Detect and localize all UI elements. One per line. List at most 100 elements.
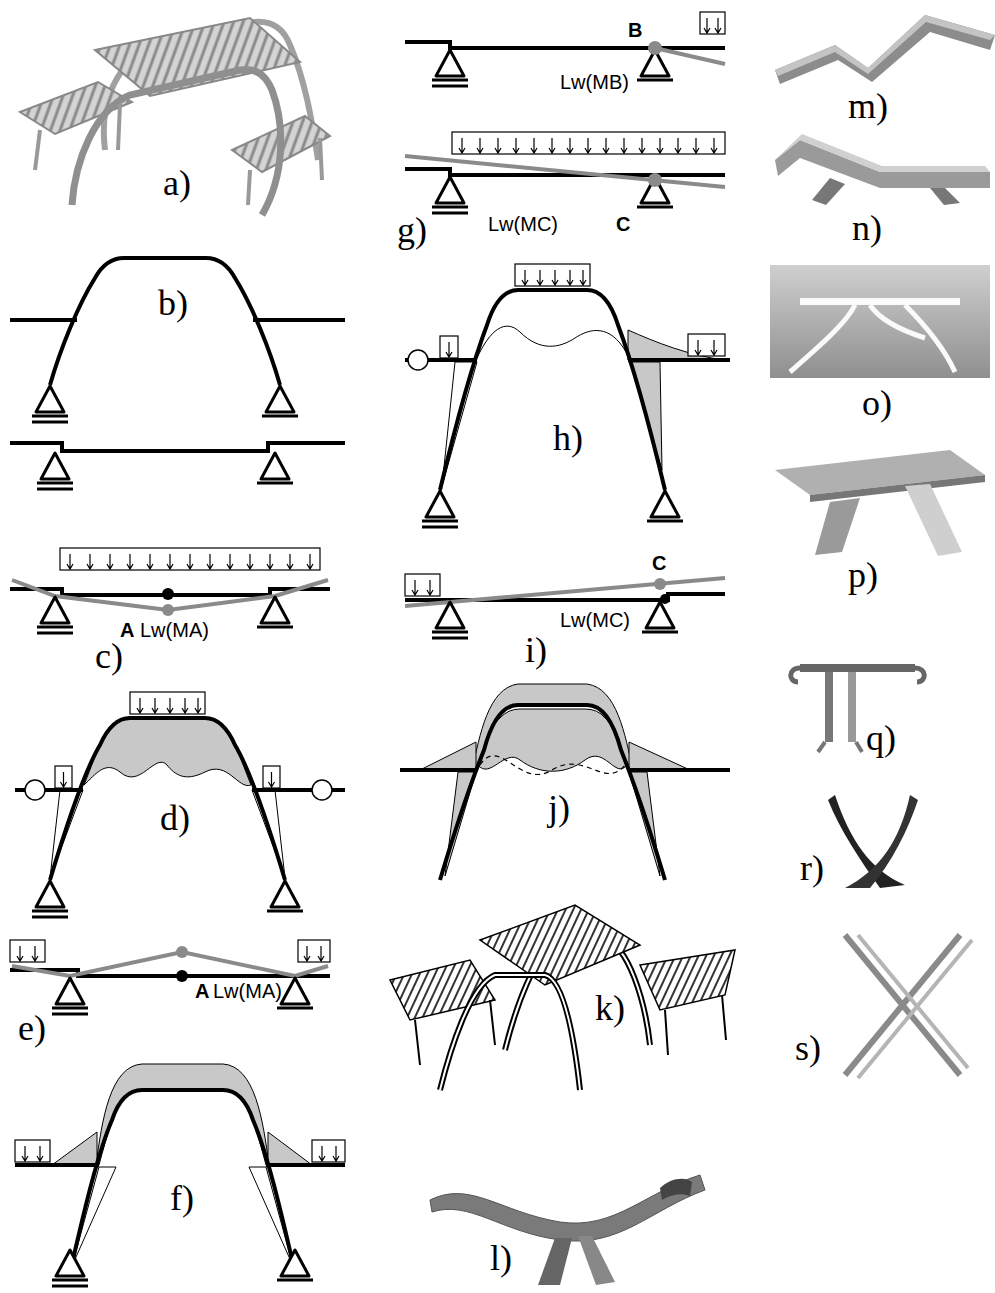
seat-render-r-part [845,795,918,888]
table-render-p-part [810,475,985,502]
chaise-render-n-part [775,134,990,172]
influence-line-g-part [432,50,468,86]
moment-diagram-d-part [137,698,143,713]
moment-diagram-j-part [440,705,665,880]
influence-line-g-part [693,138,699,153]
moment-diagram-j-part [480,756,625,775]
moment-diagram-h-part [440,290,665,490]
moment-diagram-h-part [522,270,528,285]
influence-line-e-part [277,978,313,1008]
chaise-render-m-part [775,15,995,76]
bench-line-drawing-part [440,975,580,1090]
moment-diagram-f-part [268,1132,312,1165]
influence-line-c-part [307,554,313,569]
moment-diagram-d-part [50,718,285,880]
panel-letter: l) [490,1240,512,1276]
panel-letter: r) [800,850,824,886]
influence-line-g-part [715,18,721,33]
panel-letter: d) [160,800,190,836]
influence-line-i-part [405,574,440,596]
influence-line-g-part [648,41,662,55]
panel-letter: p) [848,557,878,593]
influence-line-e-part [298,940,330,962]
table-render-o-part [770,265,990,378]
moment-diagram-f-part [37,1146,43,1161]
influence-line-g-part [459,138,465,153]
moment-diagram-f-part [52,1132,97,1165]
influence-line-e-part [17,946,23,961]
moment-diagram-f-part [52,1250,88,1286]
influence-line-c-part [60,548,320,570]
table-render-q-part [791,668,800,682]
influence-line-c-part [187,554,193,569]
influence-line-g-part [704,18,710,33]
lounger-render [430,1175,705,1285]
chaise-render-n [775,134,990,205]
lounger-render-part [578,1236,615,1285]
chaise-render-m-part [775,15,995,84]
table-render-q-part [915,668,924,682]
moment-diagram-d [15,692,345,917]
moment-diagram-h-part [440,336,458,358]
moment-diagram-h-part [628,330,725,360]
table-render-o-part [800,298,960,305]
panel-letter: b) [158,285,188,321]
chaise-render-n-part [812,178,845,205]
moment-diagram-d-part [32,881,68,917]
influence-line-g-part [657,138,663,153]
table-render-p-part [905,484,962,556]
moment-diagram-h-part [580,270,586,285]
frame-scheme-part [10,443,345,451]
influence-line-g-part [531,138,537,153]
frame-scheme-part [37,453,73,489]
moment-diagram-f-part [15,1140,50,1162]
moment-diagram-j-part [400,768,730,772]
table-render-q [791,668,925,752]
table-render-q-part [825,672,833,742]
moment-diagram-f-part [249,1167,293,1266]
panel-letter: n) [852,210,882,246]
lounger-render-part [430,1175,705,1241]
influence-line-e-part [176,970,188,982]
table-render-q-part [818,742,862,752]
influence-line-g-part [621,138,627,153]
influence-line-i-part [427,580,433,595]
influence-line-label: Lw(MB) [560,72,629,92]
influence-line-e-part [12,952,328,976]
influence-line-i-part [432,602,468,638]
moment-diagram-d-part [167,698,173,713]
picnic-table-render-part [35,104,322,205]
table-render-p-part [815,498,860,555]
influence-line-g-part [567,138,573,153]
moment-diagram-h-part [515,264,590,286]
bench-line-drawing-part [440,975,580,1090]
moment-diagram-h-part [477,326,626,358]
point-label: A [120,620,134,640]
frame-scheme-part [257,453,293,483]
panel-letter: e) [18,1010,46,1046]
moment-diagram-h-part [422,491,458,527]
panel-letter: m) [848,88,888,124]
moment-diagram-d-part [61,772,67,787]
influence-line-e-part [32,946,38,961]
influence-line-c-part [162,588,174,600]
influence-line-c-part [247,554,253,569]
influence-line-label: Lw(MA) [213,981,282,1001]
influence-line-g-part [655,48,725,64]
influence-line-g-part [513,138,519,153]
moment-diagram-f-part [22,1146,28,1161]
bench-line-drawing-part [640,950,735,1010]
moment-diagram-j [400,684,730,880]
influence-line-label: Lw(MA) [140,620,209,640]
moment-diagram-f-part [96,1064,269,1165]
table-render-q-part [800,664,915,672]
point-label: B [628,20,642,40]
influence-line-g-part [711,138,717,153]
moment-diagram-d-part [130,692,205,714]
influence-line-c-part [87,554,93,569]
influence-line-g-part [549,138,555,153]
influence-line-label: Lw(MC) [560,610,630,630]
moment-diagram-f [15,1064,345,1286]
influence-line-i-part [412,580,418,595]
moment-diagram-j-part [629,742,690,770]
